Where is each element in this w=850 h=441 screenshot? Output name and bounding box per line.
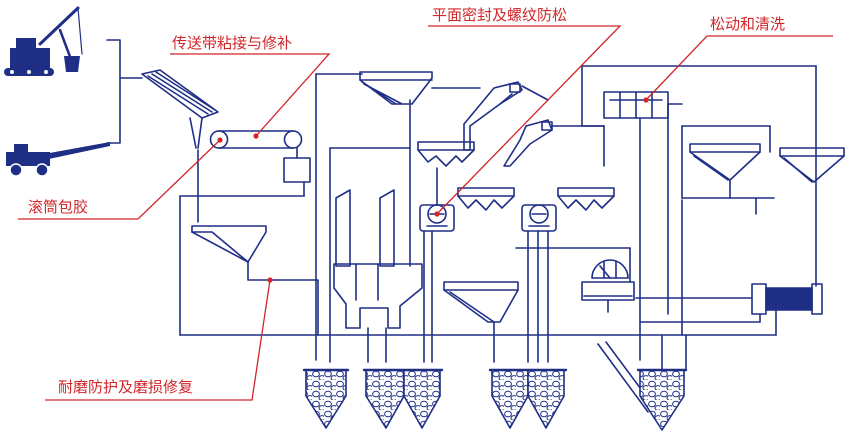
thickener-1 (689, 143, 761, 199)
stockpile-4 (491, 369, 529, 429)
top-screen (359, 71, 433, 105)
drill-rig-icon (6, 142, 110, 177)
leader-loosen-clean (645, 35, 833, 101)
stockpile-5 (527, 369, 565, 429)
stockpile-3 (403, 369, 441, 429)
mid-screen-1 (417, 141, 475, 167)
flotation-cells (581, 65, 817, 361)
leader-wear-protection (45, 279, 271, 401)
dewatering-gauge (515, 247, 635, 313)
leader-flange-seal (428, 25, 622, 215)
stockpile-2 (365, 369, 405, 429)
label-belt-repair: 传送带粘接与修补 (172, 34, 293, 52)
lower-screen (179, 225, 777, 336)
trommel-drum (635, 283, 823, 323)
cone-crushers (333, 189, 423, 329)
cyclone-1 (463, 81, 523, 151)
feed-chute (141, 69, 219, 149)
label-flange-seal: 平面密封及螺纹防松 (432, 6, 568, 24)
label-wear-protection: 耐磨防护及磨损修复 (58, 378, 194, 396)
pump-2 (521, 204, 557, 232)
feed-bracket (106, 39, 143, 144)
stockpile-6 (639, 369, 685, 431)
leader-belt-repair (170, 53, 331, 137)
mid-screen-3 (557, 187, 615, 211)
bottom-screen (443, 281, 519, 363)
belt-conveyor (209, 130, 311, 183)
mid-screen-2 (457, 187, 515, 211)
label-loosen-clean: 松动和清洗 (710, 15, 786, 33)
callout-leaders (18, 25, 833, 401)
label-pulley-lagging: 滚筒包胶 (28, 198, 89, 216)
cyclone-2 (503, 119, 553, 167)
excavator-icon (4, 6, 83, 76)
stockpile-1 (305, 369, 347, 429)
pump-1 (419, 167, 455, 232)
leader-pulley-lagging (18, 139, 221, 220)
thickener-2 (779, 147, 845, 183)
